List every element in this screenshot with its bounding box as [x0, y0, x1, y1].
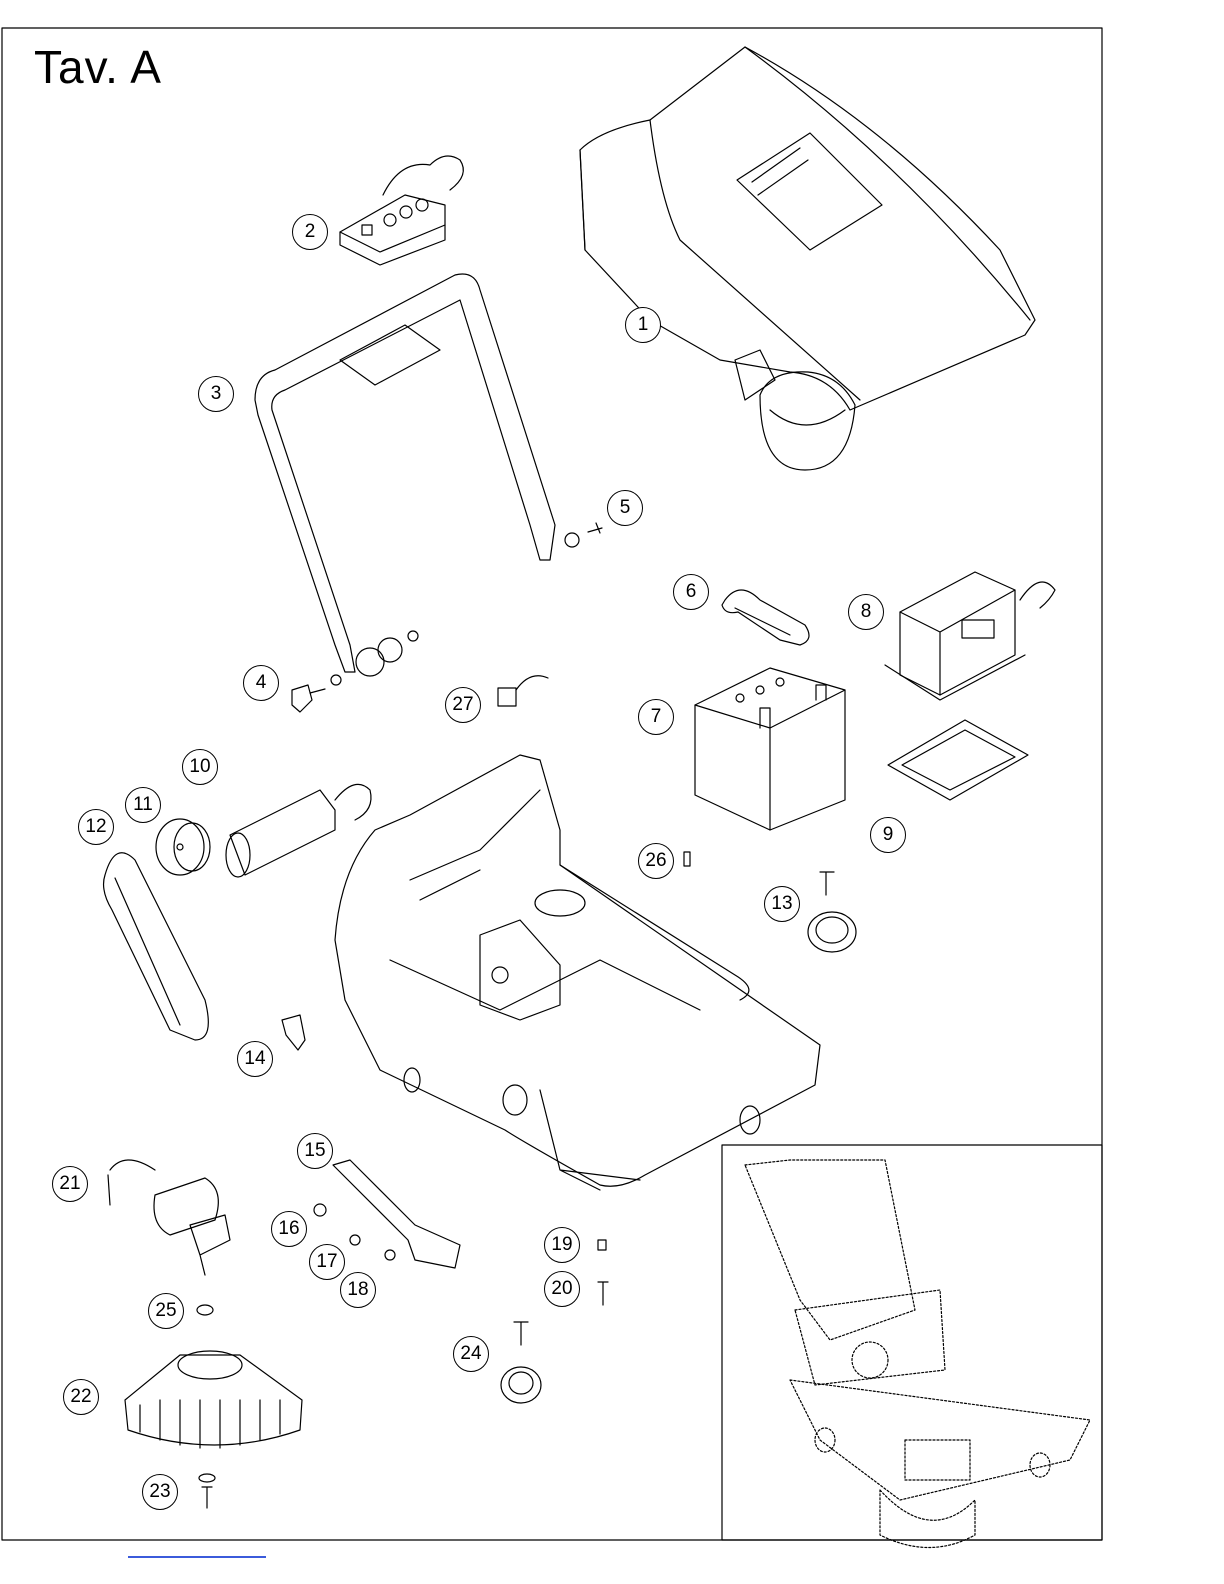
callout-20: 20: [544, 1271, 580, 1307]
callout-5: 5: [607, 490, 643, 526]
part-1-hopper-cover: [580, 47, 1035, 470]
part-19-nut: [598, 1240, 606, 1250]
part-9-gasket: [888, 720, 1028, 800]
plate-title: Tav. A: [34, 40, 162, 94]
part-13-wheel: [808, 872, 856, 952]
part-15-bracket: [333, 1160, 460, 1268]
callout-24: 24: [453, 1336, 489, 1372]
callout-6: 6: [673, 574, 709, 610]
callout-2: 2: [292, 214, 328, 250]
part-7-battery: [695, 668, 845, 830]
callout-4: 4: [243, 665, 279, 701]
callout-19: 19: [544, 1227, 580, 1263]
callout-27: 27: [445, 687, 481, 723]
callout-12: 12: [78, 809, 114, 845]
part-3-handle: [255, 274, 555, 672]
callout-14: 14: [237, 1041, 273, 1077]
footer-link-underline[interactable]: [128, 1556, 266, 1558]
callout-3: 3: [198, 376, 234, 412]
part-11-pulley: [156, 819, 210, 875]
part-16-nut: [314, 1204, 326, 1216]
part-21-brush-motor: [108, 1160, 230, 1275]
part-2-control-panel: [340, 156, 463, 265]
callout-8: 8: [848, 594, 884, 630]
part-6-bracket: [722, 590, 809, 645]
inset-assembled-machine: [745, 1160, 1090, 1548]
inset-frame: [722, 1145, 1102, 1540]
part-20-bolt: [598, 1282, 608, 1305]
callout-18: 18: [340, 1272, 376, 1308]
part-25-washer: [197, 1305, 213, 1315]
callout-22: 22: [63, 1379, 99, 1415]
part-24-wheel: [501, 1322, 541, 1403]
part-17-screw: [350, 1235, 360, 1245]
callout-13: 13: [764, 886, 800, 922]
callout-25: 25: [148, 1293, 184, 1329]
callout-16: 16: [271, 1211, 307, 1247]
part-22-side-brush: [125, 1351, 302, 1448]
part-5-screw: [565, 523, 602, 547]
part-12-belt: [104, 853, 209, 1040]
callout-23: 23: [142, 1474, 178, 1510]
part-10-motor: [226, 784, 371, 877]
callout-26: 26: [638, 843, 674, 879]
part-14-latch: [282, 1015, 305, 1050]
part-8-charger: [885, 572, 1055, 700]
main-chassis: [335, 755, 820, 1190]
part-23-screw: [199, 1474, 215, 1508]
part-27-sensor: [498, 676, 548, 706]
callout-15: 15: [297, 1133, 333, 1169]
callout-1: 1: [625, 307, 661, 343]
callout-10: 10: [182, 749, 218, 785]
callout-11: 11: [125, 787, 161, 823]
part-18-screw: [385, 1250, 395, 1260]
callout-21: 21: [52, 1166, 88, 1202]
callout-17: 17: [309, 1244, 345, 1280]
callout-9: 9: [870, 817, 906, 853]
callout-7: 7: [638, 699, 674, 735]
part-26-pin: [684, 852, 690, 866]
